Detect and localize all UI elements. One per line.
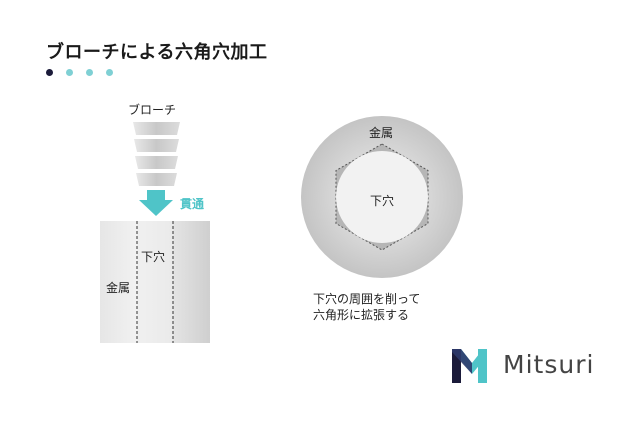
note-line: 六角形に拡張する xyxy=(313,308,410,322)
dot xyxy=(86,69,93,76)
pilot-hole-circle xyxy=(336,151,428,243)
mitsuri-m-logo xyxy=(452,349,487,383)
page-title: ブローチによる六角穴加工 xyxy=(46,42,268,63)
metal-label-right: 金属 xyxy=(369,126,394,140)
dot-active xyxy=(46,69,53,76)
pilot-hole-label-right: 下穴 xyxy=(370,194,395,208)
broach-tooth xyxy=(136,173,177,186)
broach-tool xyxy=(133,122,180,186)
broach-tooth xyxy=(134,139,179,152)
explanation-note: 下穴の周囲を削って 六角形に拡張する xyxy=(313,291,420,323)
metal-label-left: 金属 xyxy=(106,281,131,295)
dot xyxy=(66,69,73,76)
broach-tooth xyxy=(135,156,178,169)
logo-text: Mitsuri xyxy=(503,350,595,379)
broach-label: ブローチ xyxy=(128,103,177,117)
down-arrow-icon xyxy=(139,190,173,216)
pilot-hole-band xyxy=(137,221,173,343)
note-line: 下穴の周囲を削って xyxy=(313,292,421,306)
pilot-hole-label-left: 下穴 xyxy=(141,250,166,264)
penetrate-label: 貫通 xyxy=(180,197,205,211)
broach-tooth xyxy=(133,122,180,135)
dot xyxy=(106,69,113,76)
